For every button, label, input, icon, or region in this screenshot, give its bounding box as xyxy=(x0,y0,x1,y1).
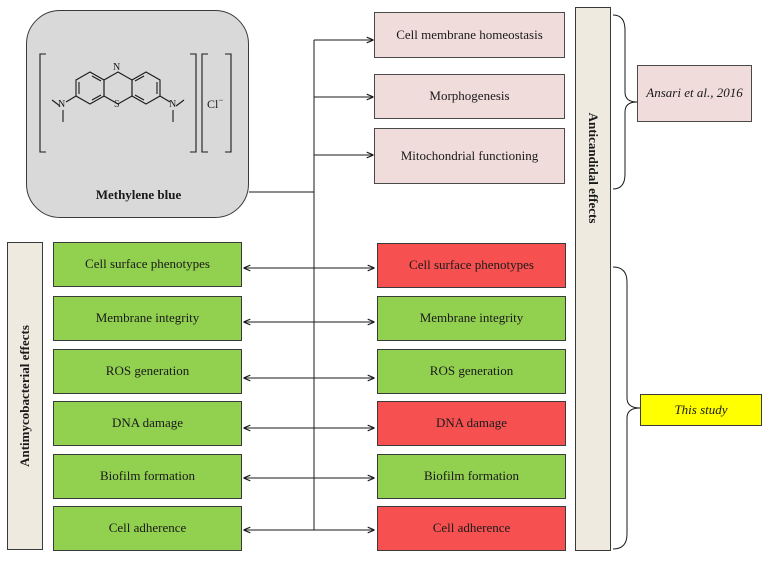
compound-name: Methylene blue xyxy=(95,187,182,202)
anticandidal-axis: Anticandidal effects xyxy=(575,7,611,551)
candida-effect-membrane-integrity: Membrane integrity xyxy=(377,296,566,341)
effect-cell-membrane-homeostasis: Cell membrane homeostasis xyxy=(374,12,565,58)
myco-effect-ros-generation: ROS generation xyxy=(53,349,242,394)
candida-effect-ros-generation: ROS generation xyxy=(377,349,566,394)
candida-effect-cell-surface-phenotypes: Cell surface phenotypes xyxy=(377,243,566,288)
candida-effect-cell-adherence: Cell adherence xyxy=(377,506,566,551)
atom-n-left: N xyxy=(58,99,66,110)
counter-ion: Cl− xyxy=(207,95,223,112)
reference-ansari-2016: Ansari et al., 2016 xyxy=(637,65,752,122)
atom-n-ring: N xyxy=(113,62,121,73)
candida-effect-biofilm-formation: Biofilm formation xyxy=(377,454,566,499)
myco-effect-cell-adherence: Cell adherence xyxy=(53,506,242,551)
counter-ion-symbol: Cl xyxy=(207,97,219,111)
effect-mitochondrial-functioning: Mitochondrial functioning xyxy=(374,128,565,184)
myco-effect-biofilm-formation: Biofilm formation xyxy=(53,454,242,499)
reference-this-study: This study xyxy=(640,394,762,426)
atom-s-ring: S xyxy=(114,99,120,110)
anticandidal-label: Anticandidal effects xyxy=(586,112,601,224)
antimycobacterial-axis: Antimycobacterial effects xyxy=(7,242,43,550)
myco-effect-dna-damage: DNA damage xyxy=(53,401,242,446)
candida-effect-dna-damage: DNA damage xyxy=(377,401,566,446)
atom-n-right: N xyxy=(169,99,177,110)
counter-ion-charge: − xyxy=(218,95,224,105)
antimycobacterial-label: Antimycobacterial effects xyxy=(17,325,32,467)
effect-morphogenesis: Morphogenesis xyxy=(374,74,565,119)
myco-effect-cell-surface-phenotypes: Cell surface phenotypes xyxy=(53,242,242,287)
myco-effect-membrane-integrity: Membrane integrity xyxy=(53,296,242,341)
